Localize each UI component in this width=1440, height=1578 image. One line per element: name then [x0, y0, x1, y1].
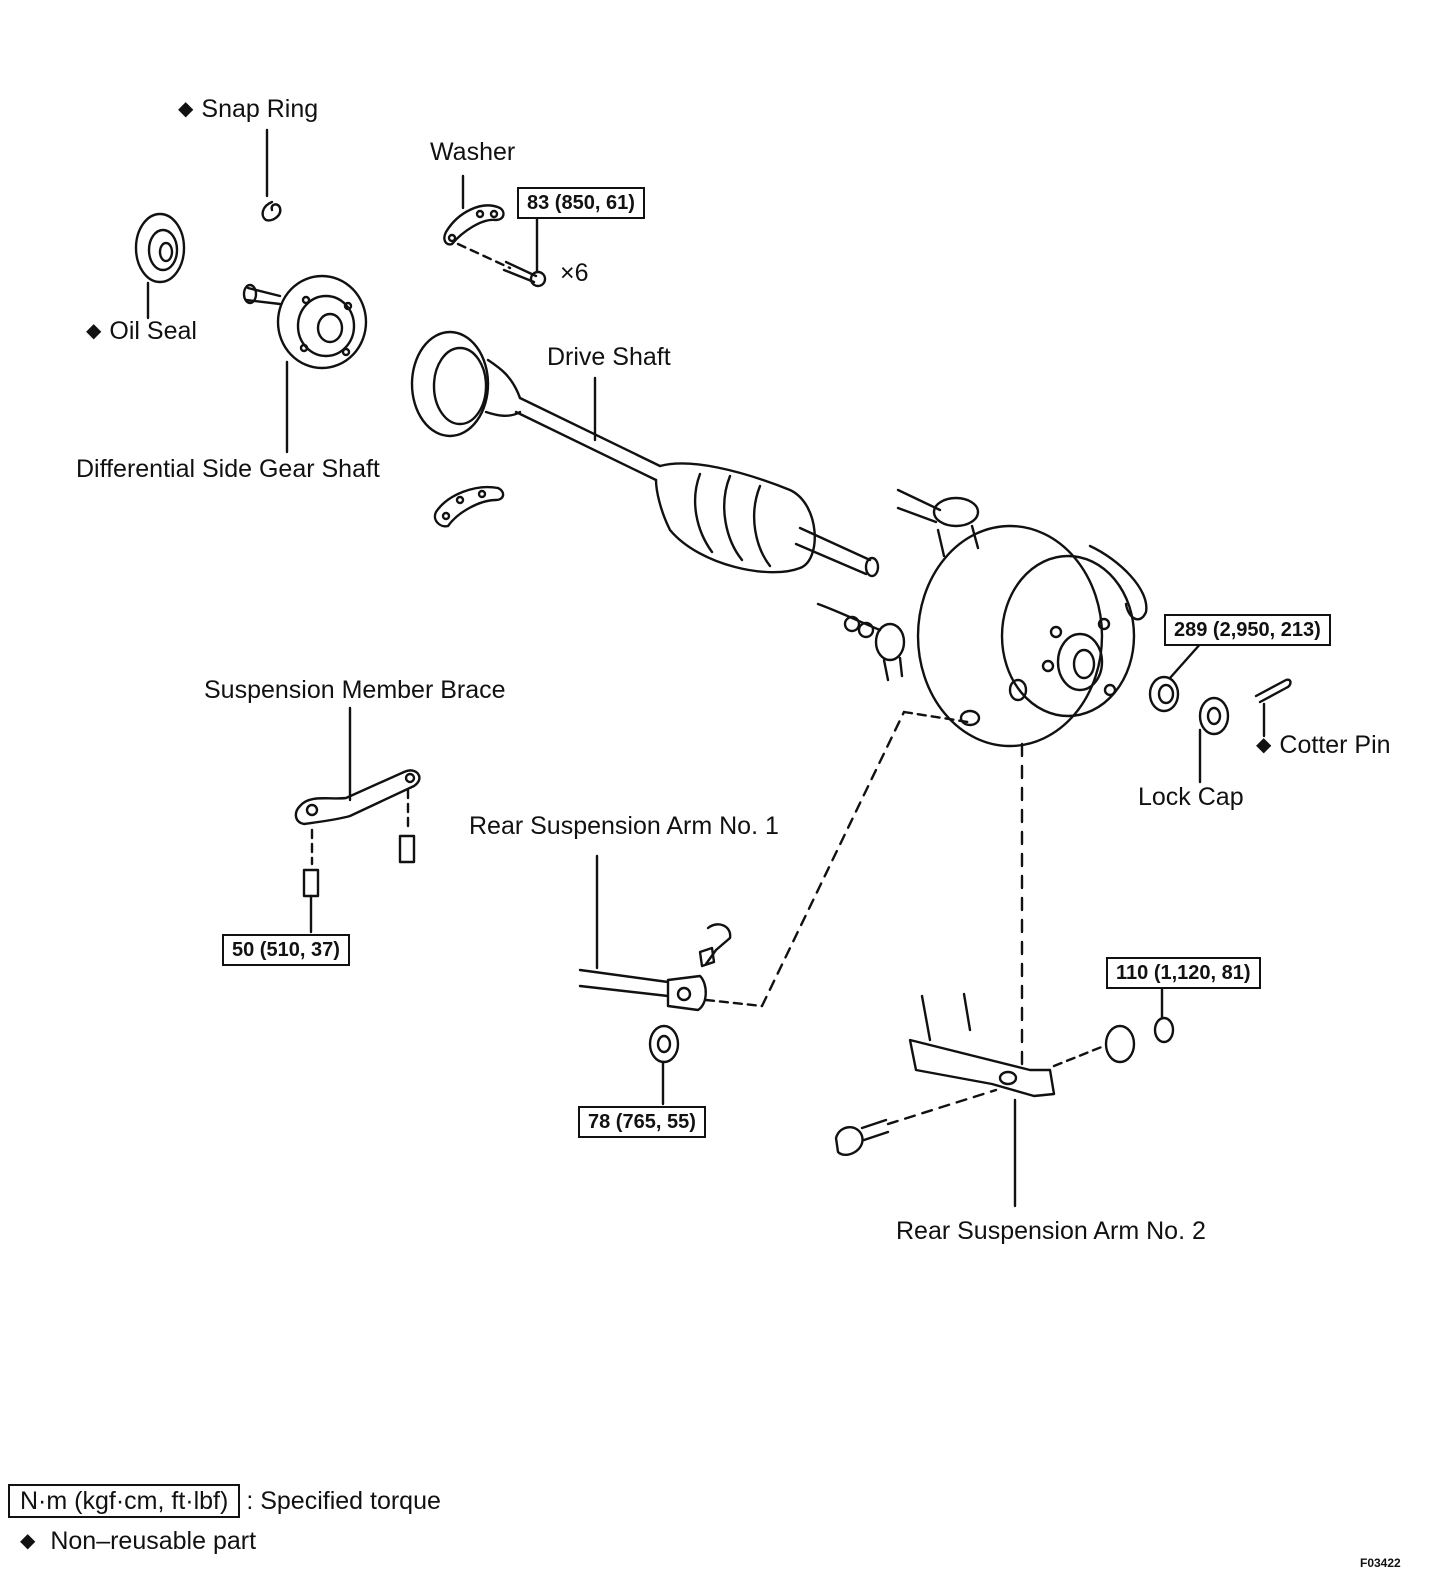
legend-torque-unit: N·m (kgf·cm, ft·lbf) — [8, 1484, 241, 1518]
legend-non-reusable: Non–reusable part — [20, 1526, 256, 1558]
rear-suspension-arm-1-part — [578, 710, 970, 1106]
legend-torque-description: : Specified torque — [246, 1487, 441, 1515]
washer-label: Washer — [430, 138, 516, 166]
cotter-pin-label: Cotter Pin — [1256, 730, 1390, 762]
rear-suspension-arm-2-label: Rear Suspension Arm No. 2 — [896, 1217, 1206, 1245]
drive-shaft-part — [410, 330, 880, 578]
rear-suspension-arm-2-part — [834, 742, 1175, 1208]
differential-side-gear-shaft-label: Differential Side Gear Shaft — [76, 455, 380, 483]
differential-side-gear-shaft-part — [242, 274, 368, 454]
oil-seal-label: Oil Seal — [86, 316, 197, 348]
torque-50-callout: 50 (510, 37) — [222, 934, 350, 966]
figure-code: F03422 — [1360, 1556, 1401, 1570]
legend-non-reusable-text: Non–reusable part — [50, 1527, 257, 1555]
legend-torque: N·m (kgf·cm, ft·lbf): Specified torque — [8, 1484, 441, 1518]
drive-shaft-label: Drive Shaft — [547, 343, 671, 371]
lock-cap-part — [1198, 696, 1230, 784]
torque-83-callout: 83 (850, 61) — [517, 187, 645, 219]
oil-seal-part — [134, 212, 186, 320]
washer-part-top — [443, 174, 547, 288]
suspension-member-brace-part — [294, 706, 421, 934]
axle-hub-assembly — [816, 488, 1148, 748]
times-6-label: ×6 — [560, 259, 589, 287]
rear-suspension-arm-1-label: Rear Suspension Arm No. 1 — [469, 812, 779, 840]
lock-cap-label: Lock Cap — [1138, 783, 1244, 811]
snap-ring-part — [261, 128, 282, 222]
snap-ring-label: Snap Ring — [178, 94, 318, 126]
cotter-pin-part — [1254, 678, 1292, 738]
suspension-member-brace-label: Suspension Member Brace — [204, 676, 506, 704]
hub-nut-part — [1148, 640, 1204, 713]
torque-78-callout: 78 (765, 55) — [578, 1106, 706, 1138]
washer-part-bottom — [433, 485, 505, 528]
torque-110-callout: 110 (1,120, 81) — [1106, 957, 1261, 989]
torque-289-callout: 289 (2,950, 213) — [1164, 614, 1331, 646]
